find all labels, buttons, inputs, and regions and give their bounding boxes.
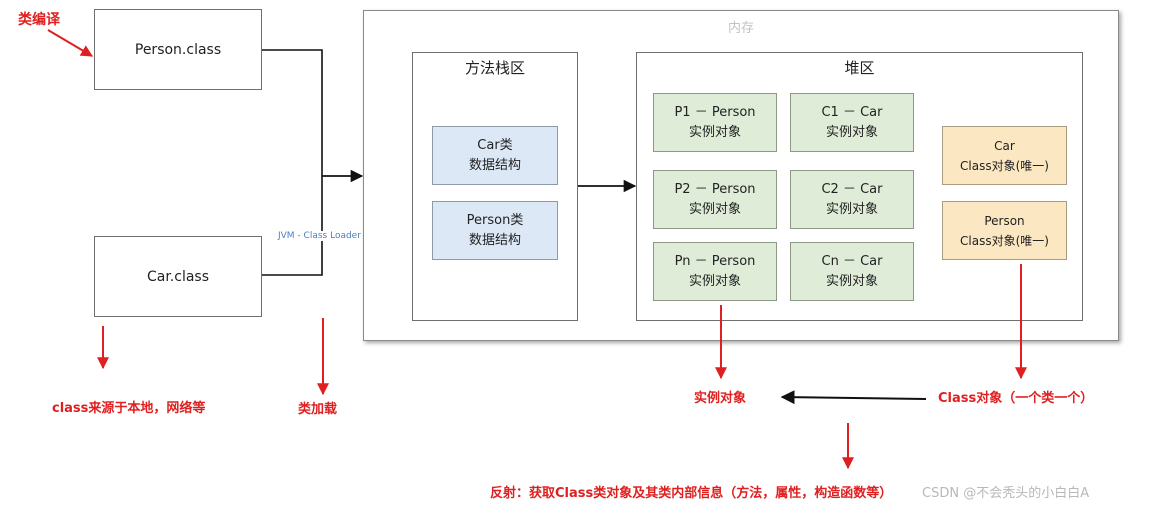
instance-pn: Pn － Person 实例对象 — [653, 242, 777, 301]
instance-cn: Cn － Car 实例对象 — [790, 242, 914, 301]
person-data-structure: Person类 数据结构 — [432, 201, 558, 260]
car-data-structure: Car类 数据结构 — [432, 126, 558, 185]
instance-c2-line1: C2 － Car — [821, 181, 883, 197]
instance-p2-line1: P2 － Person — [674, 181, 756, 197]
car-class-label: Car.class — [146, 268, 210, 285]
compile-arrow — [47, 29, 94, 57]
instance-p2-line2: 实例对象 — [688, 201, 741, 217]
class-to-instance-arrow — [780, 390, 927, 405]
instance-c1-line1: C1 － Car — [821, 104, 883, 120]
class-source-label: class来源于本地，网络等 — [52, 401, 206, 416]
person-class-object: Person Class对象(唯一) — [942, 201, 1067, 260]
instance-p1-line2: 实例对象 — [688, 124, 741, 140]
class-object-label: Class对象（一个类一个） — [938, 391, 1094, 406]
method-area-title: 方法栈区 — [464, 59, 525, 77]
person-struct-line2: 数据结构 — [468, 232, 521, 248]
car-class-file: Car.class — [94, 236, 262, 317]
jvm-class-loader-label: JVM - Class Loader — [278, 231, 361, 241]
class-load-label: 类加载 — [298, 402, 338, 417]
instance-c2: C2 － Car 实例对象 — [790, 170, 914, 229]
person-class-file: Person.class — [94, 9, 262, 90]
compile-label: 类编译 — [18, 12, 60, 28]
car-struct-line1: Car类 — [477, 137, 513, 153]
instance-c2-line2: 实例对象 — [825, 201, 878, 217]
car-class-object-line2: Class对象(唯一) — [960, 158, 1049, 173]
instance-pn-line1: Pn － Person — [674, 253, 756, 269]
instance-p1: P1 － Person 实例对象 — [653, 93, 777, 152]
person-class-label: Person.class — [134, 41, 222, 58]
heap-area-title: 堆区 — [844, 59, 875, 77]
person-class-object-line1: Person — [984, 213, 1025, 228]
instance-cn-line1: Cn － Car — [821, 253, 883, 269]
method-area: 方法栈区 — [412, 52, 578, 321]
instance-c1-line2: 实例对象 — [825, 124, 878, 140]
person-struct-line1: Person类 — [466, 212, 524, 228]
person-class-object-line2: Class对象(唯一) — [960, 233, 1049, 248]
instance-p2: P2 － Person 实例对象 — [653, 170, 777, 229]
car-struct-line2: 数据结构 — [468, 157, 521, 173]
car-class-object-line1: Car — [994, 138, 1015, 153]
instance-object-label: 实例对象 — [694, 391, 747, 406]
instance-cn-line2: 实例对象 — [825, 273, 878, 289]
instance-p1-line1: P1 － Person — [674, 104, 756, 120]
csdn-watermark: CSDN @不会秃头的小白白A — [922, 486, 1090, 501]
instance-c1: C1 － Car 实例对象 — [790, 93, 914, 152]
reflection-label: 反射：获取Class类对象及其类内部信息（方法，属性，构造函数等） — [490, 486, 893, 501]
loader-bracket-line — [262, 49, 323, 276]
memory-label: 内存 — [727, 21, 754, 36]
instance-pn-line2: 实例对象 — [688, 273, 741, 289]
car-class-object: Car Class对象(唯一) — [942, 126, 1067, 185]
